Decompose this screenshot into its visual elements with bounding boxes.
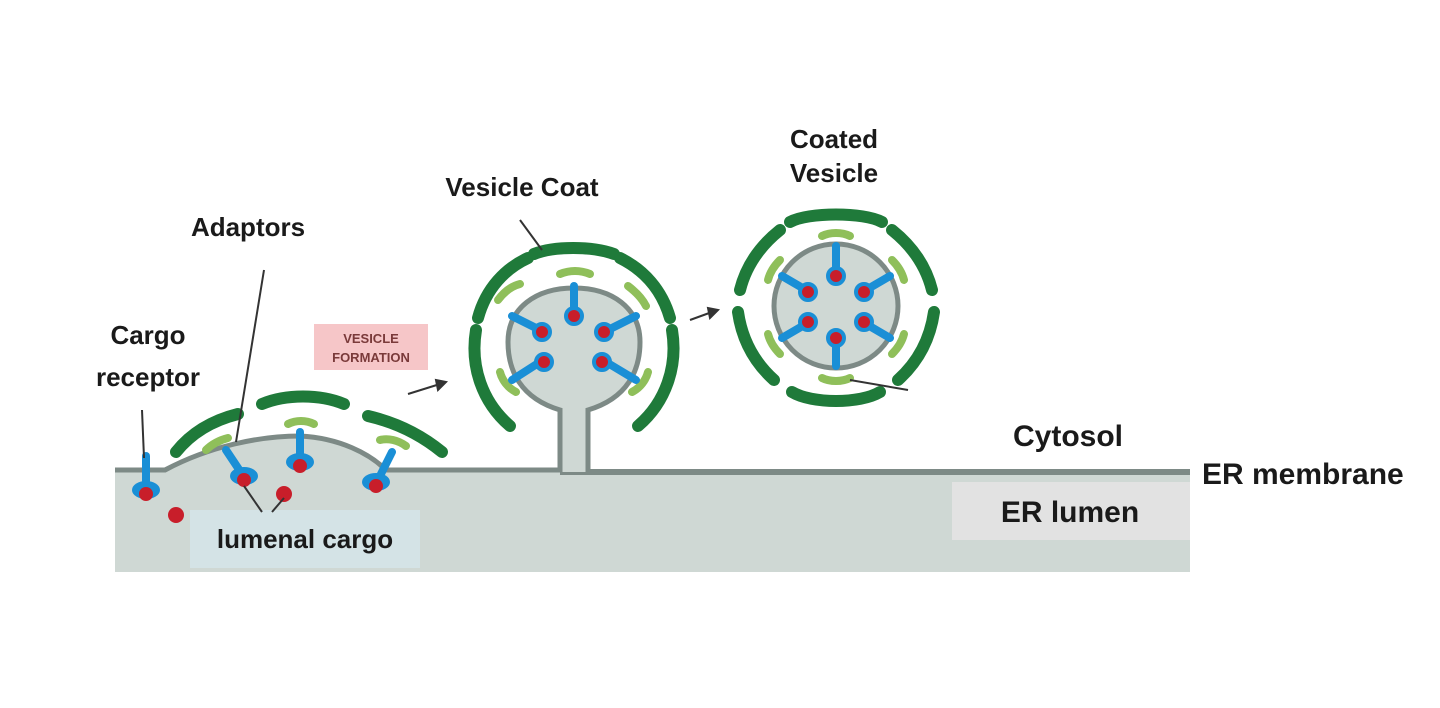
coated-vesicle-label-line1: Coated [790, 124, 878, 154]
cargo-receptor-label-line1: Cargo [110, 320, 185, 350]
coated-vesicle-coat [732, 208, 940, 407]
lumenal-cargo-particles [139, 459, 383, 523]
coated-vesicle [732, 208, 940, 407]
coated-vesicle-cargo [798, 266, 874, 348]
er-membrane-label: ER membrane [1202, 458, 1404, 491]
budding-vesicle-cargo [532, 306, 614, 372]
budding-vesicle-coat [468, 242, 680, 432]
budding-vesicle-adaptors [494, 267, 652, 396]
lumenal-cargo-label-bg [190, 510, 420, 568]
er-lumen-label: ER lumen [1001, 496, 1139, 529]
er-lumen-label-bg [952, 482, 1190, 540]
cytosol-label: Cytosol [1013, 420, 1123, 453]
membrane-bulge [165, 438, 385, 472]
membrane-coat [170, 390, 448, 458]
adaptors-label: Adaptors [191, 212, 305, 242]
lumenal-cargo-label: lumenal cargo [217, 524, 393, 554]
vesicle-coat-label: Vesicle Coat [445, 172, 599, 202]
coated-vesicle-label-line2: Vesicle [790, 158, 878, 188]
coated-vesicle-adaptors [764, 229, 908, 385]
vesicle-formation-label-line1: VESICLE [343, 331, 399, 346]
membrane-adaptors [202, 417, 410, 454]
arrows [407, 306, 721, 395]
leader-lines [141, 219, 909, 513]
vesicle-formation-box [314, 324, 428, 370]
vesicle-formation-label-line2: FORMATION [332, 350, 410, 365]
cargo-receptor-label-line2: receptor [96, 362, 200, 392]
